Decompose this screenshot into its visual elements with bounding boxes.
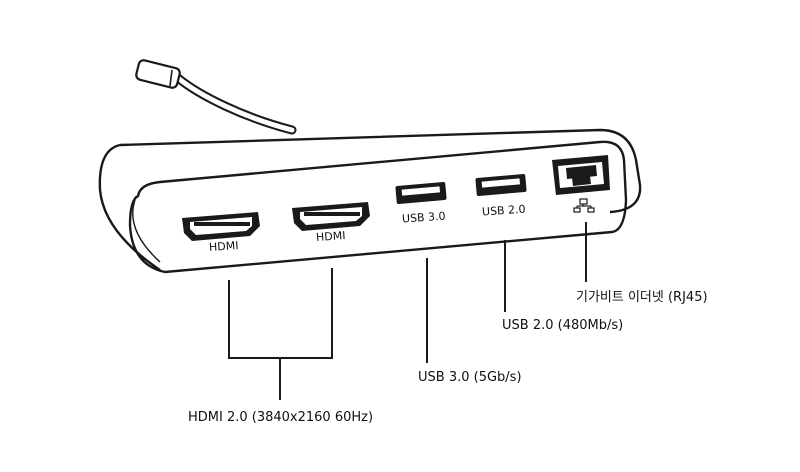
hdmi-port-2 bbox=[292, 202, 370, 231]
hdmi-port-2-label: HDMI bbox=[315, 228, 346, 245]
usb-c-cable bbox=[135, 59, 297, 135]
leader-lines bbox=[228, 222, 587, 400]
hdmi-port-1 bbox=[182, 212, 260, 241]
usb2-port bbox=[475, 174, 527, 196]
network-icon bbox=[573, 198, 595, 213]
ethernet-callout: 기가비트 이더넷 (RJ45) bbox=[576, 290, 708, 305]
ethernet-port bbox=[552, 155, 610, 195]
usb2-callout: USB 2.0 (480Mb/s) bbox=[502, 318, 624, 333]
usb3-callout: USB 3.0 (5Gb/s) bbox=[418, 370, 522, 385]
hdmi-port-1-label: HDMI bbox=[208, 238, 239, 255]
hub-body bbox=[98, 128, 642, 274]
hdmi-callout: HDMI 2.0 (3840x2160 60Hz) bbox=[188, 410, 374, 425]
usb3-port bbox=[395, 182, 447, 204]
